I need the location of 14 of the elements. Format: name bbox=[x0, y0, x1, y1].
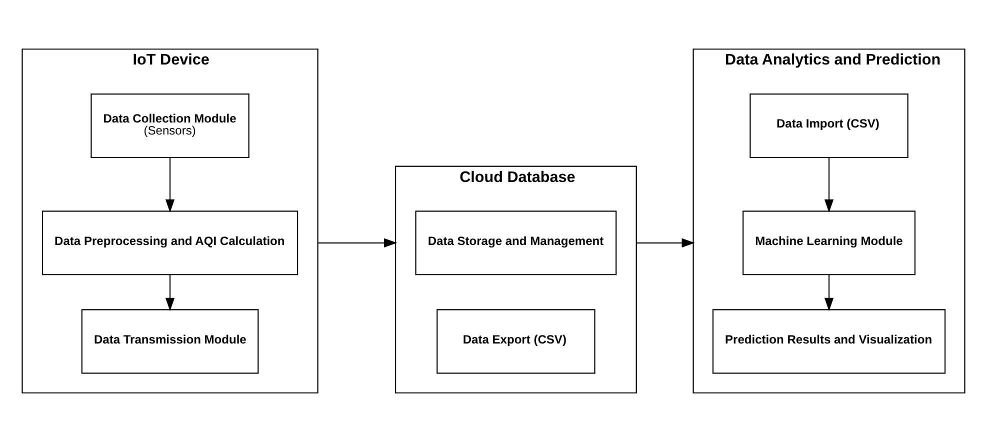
arrow bbox=[165, 157, 175, 212]
arrow bbox=[318, 238, 398, 247]
node-box: Data Storage and Management bbox=[415, 210, 617, 275]
arrow bbox=[165, 274, 175, 311]
node-box: Data Transmission Module bbox=[81, 308, 259, 374]
arrow bbox=[824, 157, 834, 212]
node-box: Data Collection Module (Sensors) bbox=[90, 92, 250, 158]
node-box: Data Export (CSV) bbox=[436, 308, 596, 374]
node-box: Data Preprocessing and AQI Calculation bbox=[42, 210, 298, 275]
node-box: Machine Learning Module bbox=[742, 210, 916, 275]
arrow bbox=[824, 274, 834, 311]
node-box: Data Import (CSV) bbox=[750, 92, 908, 158]
arrow bbox=[636, 238, 695, 247]
node-box: Prediction Results and Visualization bbox=[712, 308, 946, 374]
